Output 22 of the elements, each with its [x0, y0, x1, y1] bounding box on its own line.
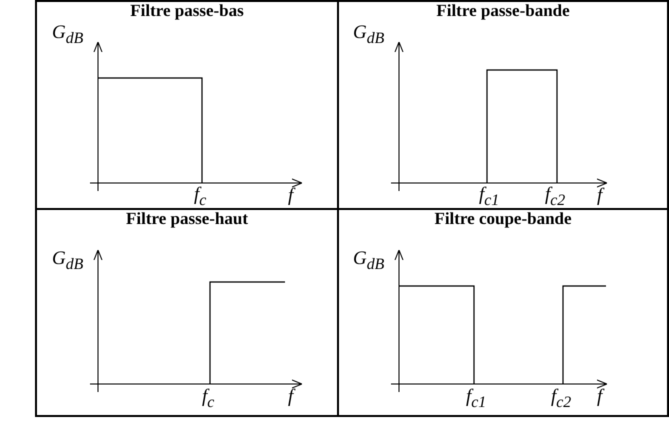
frequency-label: f: [288, 386, 294, 408]
panel-title: Filtre passe-bande: [436, 1, 570, 21]
frequency-label: f: [597, 185, 602, 207]
frequency-label: f: [288, 185, 294, 207]
panel-title: Filtre passe-bas: [130, 1, 244, 21]
panel-title: Filtre passe-haut: [126, 209, 248, 229]
frequency-label: f$_{c1}$: [479, 184, 500, 210]
filter-panel: [337, 0, 669, 210]
gain-axis-label: G$_{dB}$: [353, 22, 384, 48]
frequency-label: f$_{c2}$: [545, 184, 566, 210]
filter-panel: [337, 208, 669, 417]
frequency-label: f$_{c}$: [194, 184, 206, 210]
frequency-label: f$_{c2}$: [551, 386, 572, 412]
frequency-label: f$_{c1}$: [466, 386, 486, 412]
panel-title: Filtre coupe-bande: [434, 209, 572, 229]
frequency-label: f: [597, 386, 602, 408]
gain-axis-label: G$_{dB}$: [52, 248, 84, 274]
frequency-label: f$_{c}$: [202, 386, 214, 412]
filter-panel: [35, 208, 339, 417]
gain-axis-label: G$_{dB}$: [353, 248, 384, 274]
gain-axis-label: G$_{dB}$: [52, 22, 84, 48]
filter-panel: [35, 0, 339, 210]
